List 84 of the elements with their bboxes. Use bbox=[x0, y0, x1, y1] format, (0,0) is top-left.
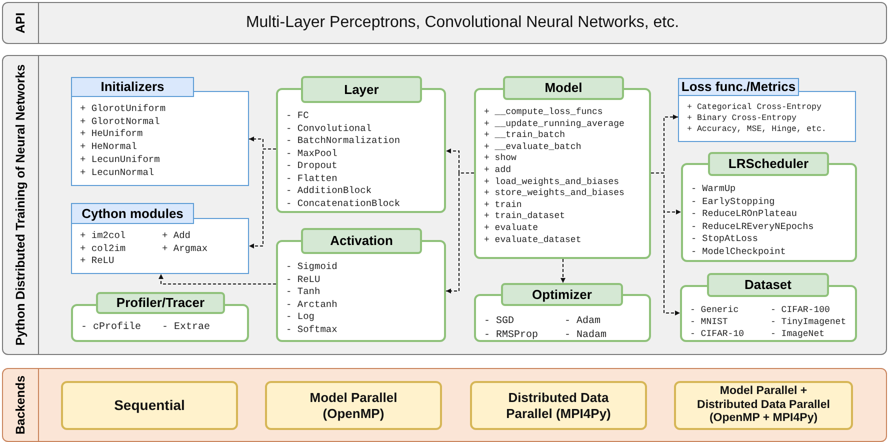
box-header: Activation bbox=[301, 228, 422, 254]
list-item: + Accuracy, MSE, Hinge, etc. bbox=[687, 124, 828, 135]
band-label: Python Distributed Training of Neural Networks bbox=[12, 64, 29, 346]
list-item: - RMSProp bbox=[484, 329, 540, 343]
list-item: - AdditionBlock bbox=[286, 185, 373, 198]
list-item: - Tanh bbox=[286, 286, 322, 298]
backend-box: Sequential bbox=[61, 381, 238, 430]
list-item: - ReduceLROnPlateau bbox=[691, 208, 798, 220]
band-label: API bbox=[12, 12, 29, 34]
dashed-arrow bbox=[446, 172, 474, 294]
list-item: - Convolutional bbox=[286, 122, 373, 135]
list-item: + evaluate bbox=[484, 222, 540, 235]
box-header: Profiler/Tracer bbox=[96, 292, 225, 314]
layer-band bbox=[2, 2, 887, 44]
box-header: Dataset bbox=[707, 273, 829, 297]
list-item: + HeNormal bbox=[80, 141, 138, 154]
list-item: + Binary Cross-Entropy bbox=[687, 113, 798, 124]
list-item: - Arctanh bbox=[286, 298, 338, 311]
dashed-arrow bbox=[158, 274, 276, 284]
list-item: - Sigmoid bbox=[286, 261, 338, 274]
list-item: + Categorical Cross-Entropy bbox=[687, 102, 822, 113]
list-item: + load_weights_and_biases bbox=[484, 176, 620, 188]
list-item: + show bbox=[484, 153, 518, 165]
list-item: + add bbox=[484, 164, 512, 177]
list-item: + evaluate_dataset bbox=[484, 234, 582, 246]
list-item: + Argmax bbox=[162, 242, 209, 256]
list-item: + ReLU bbox=[80, 255, 116, 268]
list-item: + __compute_loss_funcs bbox=[484, 107, 604, 119]
list-item: - MaxPool bbox=[286, 148, 338, 160]
list-item: - Adam bbox=[564, 315, 602, 329]
list-item: + train bbox=[484, 200, 523, 212]
list-item: - WarmUp bbox=[691, 183, 737, 196]
list-item: + LecunUniform bbox=[80, 154, 161, 167]
list-item: + Add bbox=[162, 230, 192, 243]
list-item: - CIFAR-10 bbox=[690, 328, 746, 340]
list-item: + train_dataset bbox=[484, 211, 566, 223]
box-header: Initializers bbox=[71, 77, 194, 97]
dashed-arrow bbox=[248, 148, 276, 248]
list-item: - ReduceLREveryNEpochs bbox=[691, 220, 815, 233]
list-item: - Log bbox=[286, 311, 316, 324]
list-item: - cProfile bbox=[81, 321, 142, 334]
list-item: + HeUniform bbox=[80, 128, 144, 142]
backend-box: Distributed Data Parallel (MPI4Py) bbox=[470, 381, 647, 430]
list-item: - Flatten bbox=[286, 172, 338, 185]
list-item: - ImageNet bbox=[770, 328, 826, 340]
list-item: - SGD bbox=[484, 315, 516, 329]
box-header: Loss func./Metrics bbox=[678, 78, 799, 96]
backend-box: Model Parallel (OpenMP) bbox=[265, 381, 442, 430]
list-item: + store_weights_and_biases bbox=[484, 188, 626, 200]
list-item: - CIFAR-100 bbox=[770, 304, 831, 316]
band-label: Backends bbox=[12, 375, 29, 435]
box-header: Layer bbox=[301, 76, 422, 103]
list-item: - BatchNormalization bbox=[286, 135, 402, 148]
list-item: - ConcatenationBlock bbox=[286, 198, 402, 210]
band-text: Multi-Layer Perceptrons, Convolutional Neural Networks, etc. bbox=[244, 13, 680, 33]
list-item: + __evaluate_batch bbox=[484, 142, 582, 154]
list-item: - TinyImagenet bbox=[770, 316, 848, 328]
list-item: - ReLU bbox=[286, 274, 322, 286]
box-header: LRScheduler bbox=[708, 152, 829, 176]
dashed-arrow bbox=[650, 172, 680, 316]
list-item: - EarlyStopping bbox=[691, 196, 776, 208]
list-item: - FC bbox=[286, 110, 310, 122]
list-item: + __train_batch bbox=[484, 130, 566, 142]
list-item: - MNIST bbox=[690, 316, 729, 328]
list-item: - ModelCheckpoint bbox=[691, 246, 787, 258]
backend-box: Model Parallel + Distributed Data Parallel (OpenMP + MPI4Py) bbox=[674, 381, 853, 430]
list-item: + im2col bbox=[80, 230, 127, 243]
list-item: - Generic bbox=[690, 304, 740, 316]
layer-band bbox=[2, 368, 887, 442]
layer-band bbox=[2, 55, 887, 355]
list-item: - Softmax bbox=[286, 324, 338, 336]
dashed-arrow bbox=[560, 258, 566, 284]
list-item: - Nadam bbox=[564, 329, 608, 343]
box-header: Optimizer bbox=[501, 283, 623, 306]
list-item: - StopAtLoss bbox=[691, 233, 759, 246]
list-item: - Dropout bbox=[286, 160, 338, 172]
box-header: Cython modules bbox=[71, 203, 194, 224]
list-item: + LecunNormal bbox=[80, 166, 156, 180]
list-item: + GlorotUniform bbox=[80, 103, 167, 116]
list-item: + GlorotNormal bbox=[80, 116, 161, 128]
list-item: + col2im bbox=[80, 242, 127, 256]
list-item: - Extrae bbox=[162, 321, 212, 334]
box-header: Model bbox=[503, 76, 624, 100]
list-item: + __update_running_average bbox=[484, 118, 626, 130]
